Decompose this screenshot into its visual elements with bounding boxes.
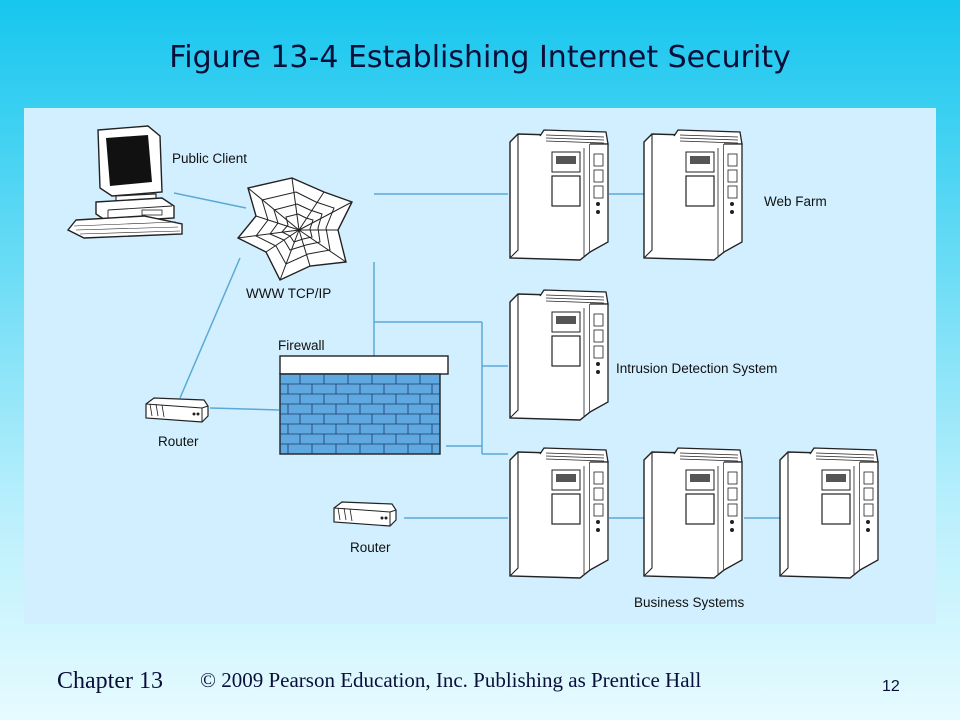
public-client-computer — [66, 125, 183, 239]
connection-lines — [173, 192, 780, 519]
www-label: WWW TCP/IP — [246, 286, 331, 301]
ids-label: Intrusion Detection System — [616, 361, 777, 376]
router-bottom-icon — [333, 501, 397, 527]
firewall-label: Firewall — [278, 338, 325, 353]
business-server-2 — [643, 447, 743, 579]
web-farm-server-2 — [643, 129, 743, 261]
web-farm-label: Web Farm — [764, 194, 827, 209]
slide-title: Figure 13-4 Establishing Internet Securi… — [169, 40, 791, 75]
web-farm-server-1 — [509, 129, 609, 261]
internet-web-icon — [236, 177, 353, 281]
footer-chapter: Chapter 13 — [57, 668, 163, 694]
page-number: 12 — [882, 678, 900, 695]
business-label: Business Systems — [634, 595, 745, 610]
public-client-label: Public Client — [172, 151, 247, 166]
firewall-icon — [279, 355, 449, 455]
ids-server — [509, 289, 609, 421]
footer-copyright: © 2009 Pearson Education, Inc. Publishin… — [200, 668, 702, 692]
router-left-label: Router — [158, 434, 199, 449]
router-bottom-label: Router — [350, 540, 391, 555]
business-server-3 — [779, 447, 879, 579]
network-diagram: Public Client WWW TCP/IP — [24, 108, 936, 624]
business-server-1 — [509, 447, 609, 579]
router-left-icon — [145, 397, 209, 423]
